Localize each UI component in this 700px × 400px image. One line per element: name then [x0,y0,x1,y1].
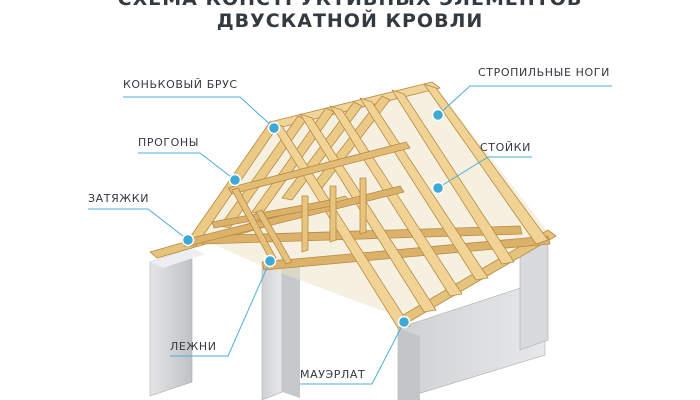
right-wall [519,241,549,351]
post-2 [329,185,337,243]
leader-rafters [437,85,612,116]
label-ridge: КОНЬКОВЫЙ БРУС [123,78,238,91]
rafter-right-4 [359,97,489,281]
label-ties: ЗАТЯЖКИ [88,192,150,205]
leader-purlins [138,152,236,181]
rafter-right-6 [423,83,549,245]
brace-2 [255,209,293,265]
label-sleepers: ЛЕЖНИ [170,340,217,353]
brace [231,187,277,261]
marker-posts [431,181,445,195]
marker-ties [181,233,195,247]
post-1 [301,195,309,253]
diagram-title-line-1: СХЕМА КОНСТРУКТИВНЫХ ЭЛЕМЕНТОВ [0,0,700,10]
callout-leaders [88,85,612,385]
diagram-title-line-2: ДВУСКАТНОЙ КРОВЛИ [216,10,484,32]
label-rafters: СТРОПИЛЬНЫЕ НОГИ [478,66,610,79]
marker-purlins [228,173,242,187]
masonry-walls [149,241,549,400]
rafter-right-5 [391,89,515,265]
left-wall-top [150,248,205,268]
leader-ties [88,208,189,241]
left-wall [149,247,193,397]
post-3 [359,177,367,235]
callout-markers [181,108,445,329]
roof-frame [149,81,557,329]
marker-ridge [267,121,281,135]
purlin [227,141,411,195]
front-wall-side [398,328,420,400]
marker-mauerlat [397,315,411,329]
marker-rafters [431,108,445,122]
middle-wall [261,257,283,400]
label-mauerlat: МАУЭРЛАТ [300,368,366,381]
label-purlins: ПРОГОНЫ [138,136,200,149]
marker-sleepers [263,254,277,268]
leader-mauerlat [300,321,405,385]
leader-ridge [123,96,275,129]
middle-wall-side [282,258,300,398]
leader-sleepers [170,260,271,357]
sleeper-lower [261,235,551,271]
label-posts: СТОЙКИ [480,141,531,154]
leader-posts [437,156,532,189]
